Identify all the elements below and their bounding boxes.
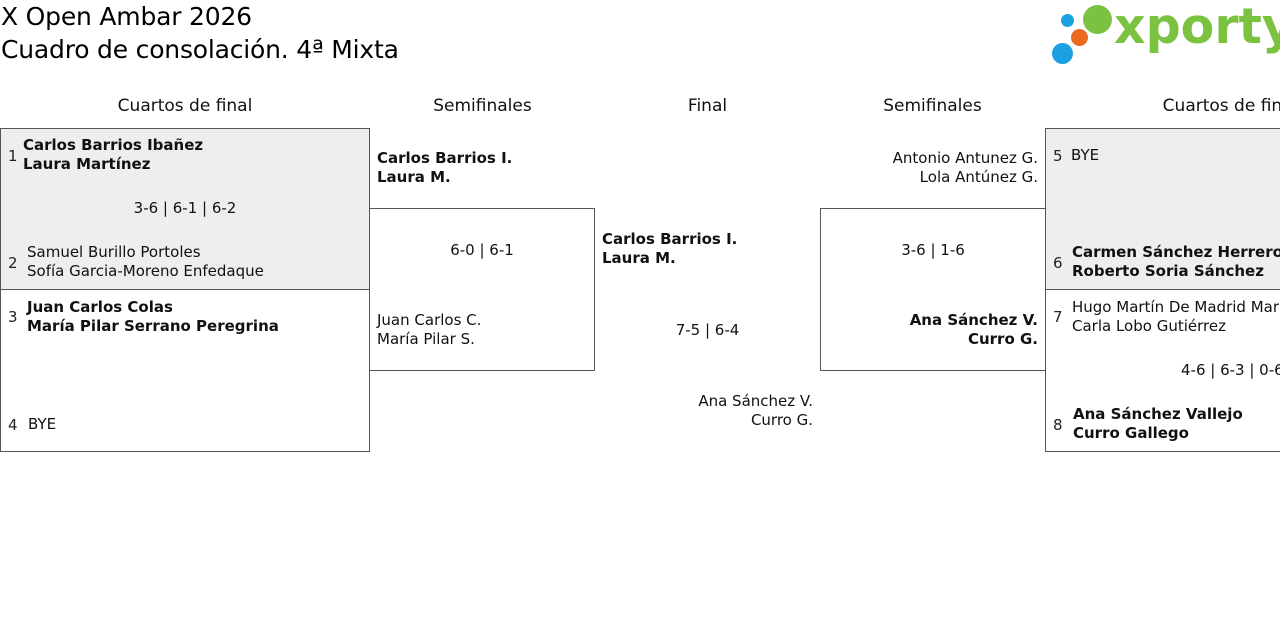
match-score: 4-6 | 6-3 | 0-6 <box>1181 361 1280 379</box>
seed-number: 1 <box>8 147 18 165</box>
player-name[interactable]: Carlos Barrios I. <box>602 230 738 248</box>
round-header-right-qf: Cuartos de final <box>1162 96 1280 116</box>
round-header-left-sf: Semifinales <box>433 96 532 116</box>
player-name[interactable]: María Pilar Serrano Peregrina <box>27 317 279 335</box>
xporty-logo: xporty <box>1050 0 1280 68</box>
left-qf-match-2: 3 Juan Carlos Colas María Pilar Serrano … <box>0 289 370 452</box>
logo-dot-orange <box>1071 29 1088 46</box>
right-qf-match-2: 7 Hugo Martín De Madrid Mar Carla Lobo G… <box>1045 289 1280 452</box>
final-score: 7-5 | 6-4 <box>675 321 740 339</box>
seed-number: 8 <box>1053 416 1063 434</box>
seed-number: 5 <box>1053 147 1063 165</box>
player-name[interactable]: BYE <box>28 415 57 433</box>
player-name[interactable]: Roberto Soria Sánchez <box>1072 262 1264 280</box>
player-name[interactable]: Laura Martínez <box>23 155 151 173</box>
seed-number: 7 <box>1053 308 1063 326</box>
left-qf-match-1: 1 Carlos Barrios Ibañez Laura Martínez 3… <box>0 128 370 290</box>
player-name[interactable]: Carlos Barrios Ibañez <box>23 136 204 154</box>
player-name[interactable]: Lola Antúnez G. <box>919 168 1038 186</box>
round-header-left-qf: Cuartos de final <box>117 96 253 116</box>
tournament-title: X Open Ambar 2026 <box>1 2 252 31</box>
player-name[interactable]: Juan Carlos Colas <box>27 298 173 316</box>
player-name[interactable]: Laura M. <box>602 249 676 267</box>
player-name[interactable]: Curro G. <box>750 411 813 429</box>
player-name[interactable]: Antonio Antunez G. <box>892 149 1038 167</box>
match-score: 6-0 | 6-1 <box>450 241 514 259</box>
player-name[interactable]: Carla Lobo Gutiérrez <box>1072 317 1226 335</box>
player-name[interactable]: Hugo Martín De Madrid Mar <box>1072 298 1280 316</box>
player-name[interactable]: Juan Carlos C. <box>377 311 482 329</box>
player-name[interactable]: Ana Sánchez V. <box>909 311 1038 329</box>
seed-number: 2 <box>8 254 18 272</box>
player-name[interactable]: BYE <box>1071 146 1100 164</box>
match-score: 3-6 | 6-1 | 6-2 <box>133 199 237 217</box>
player-name[interactable]: Curro Gallego <box>1073 424 1189 442</box>
player-name[interactable]: Curro G. <box>967 330 1038 348</box>
player-name[interactable]: Samuel Burillo Portoles <box>27 243 201 261</box>
player-name[interactable]: Ana Sánchez Vallejo <box>1073 405 1243 423</box>
player-name[interactable]: Laura M. <box>377 168 451 186</box>
seed-number: 4 <box>8 416 18 434</box>
match-score: 3-6 | 1-6 <box>901 241 965 259</box>
player-name[interactable]: Carlos Barrios I. <box>377 149 513 167</box>
player-name[interactable]: Carmen Sánchez Herrero <box>1072 243 1280 261</box>
right-sf-match: 3-6 | 1-6 Ana Sánchez V. Curro G. <box>820 208 1046 371</box>
player-name[interactable]: Ana Sánchez V. <box>698 392 813 410</box>
seed-number: 3 <box>8 308 18 326</box>
logo-text: xporty <box>1114 0 1280 55</box>
logo-dot-green <box>1083 5 1112 34</box>
player-name[interactable]: Sofía Garcia-Moreno Enfedaque <box>27 262 264 280</box>
player-name[interactable]: María Pilar S. <box>377 330 475 348</box>
right-qf-match-1: 5 BYE 6 Carmen Sánchez Herrero Roberto S… <box>1045 128 1280 290</box>
seed-number: 6 <box>1053 254 1063 272</box>
draw-subtitle: Cuadro de consolación. 4ª Mixta <box>1 35 399 64</box>
left-sf-match: 6-0 | 6-1 Juan Carlos C. María Pilar S. <box>369 208 595 371</box>
round-header-right-sf: Semifinales <box>883 96 982 116</box>
logo-dot-blue-bottom <box>1052 43 1073 64</box>
logo-dot-blue-top <box>1061 14 1074 27</box>
round-header-final: Final <box>687 96 728 116</box>
